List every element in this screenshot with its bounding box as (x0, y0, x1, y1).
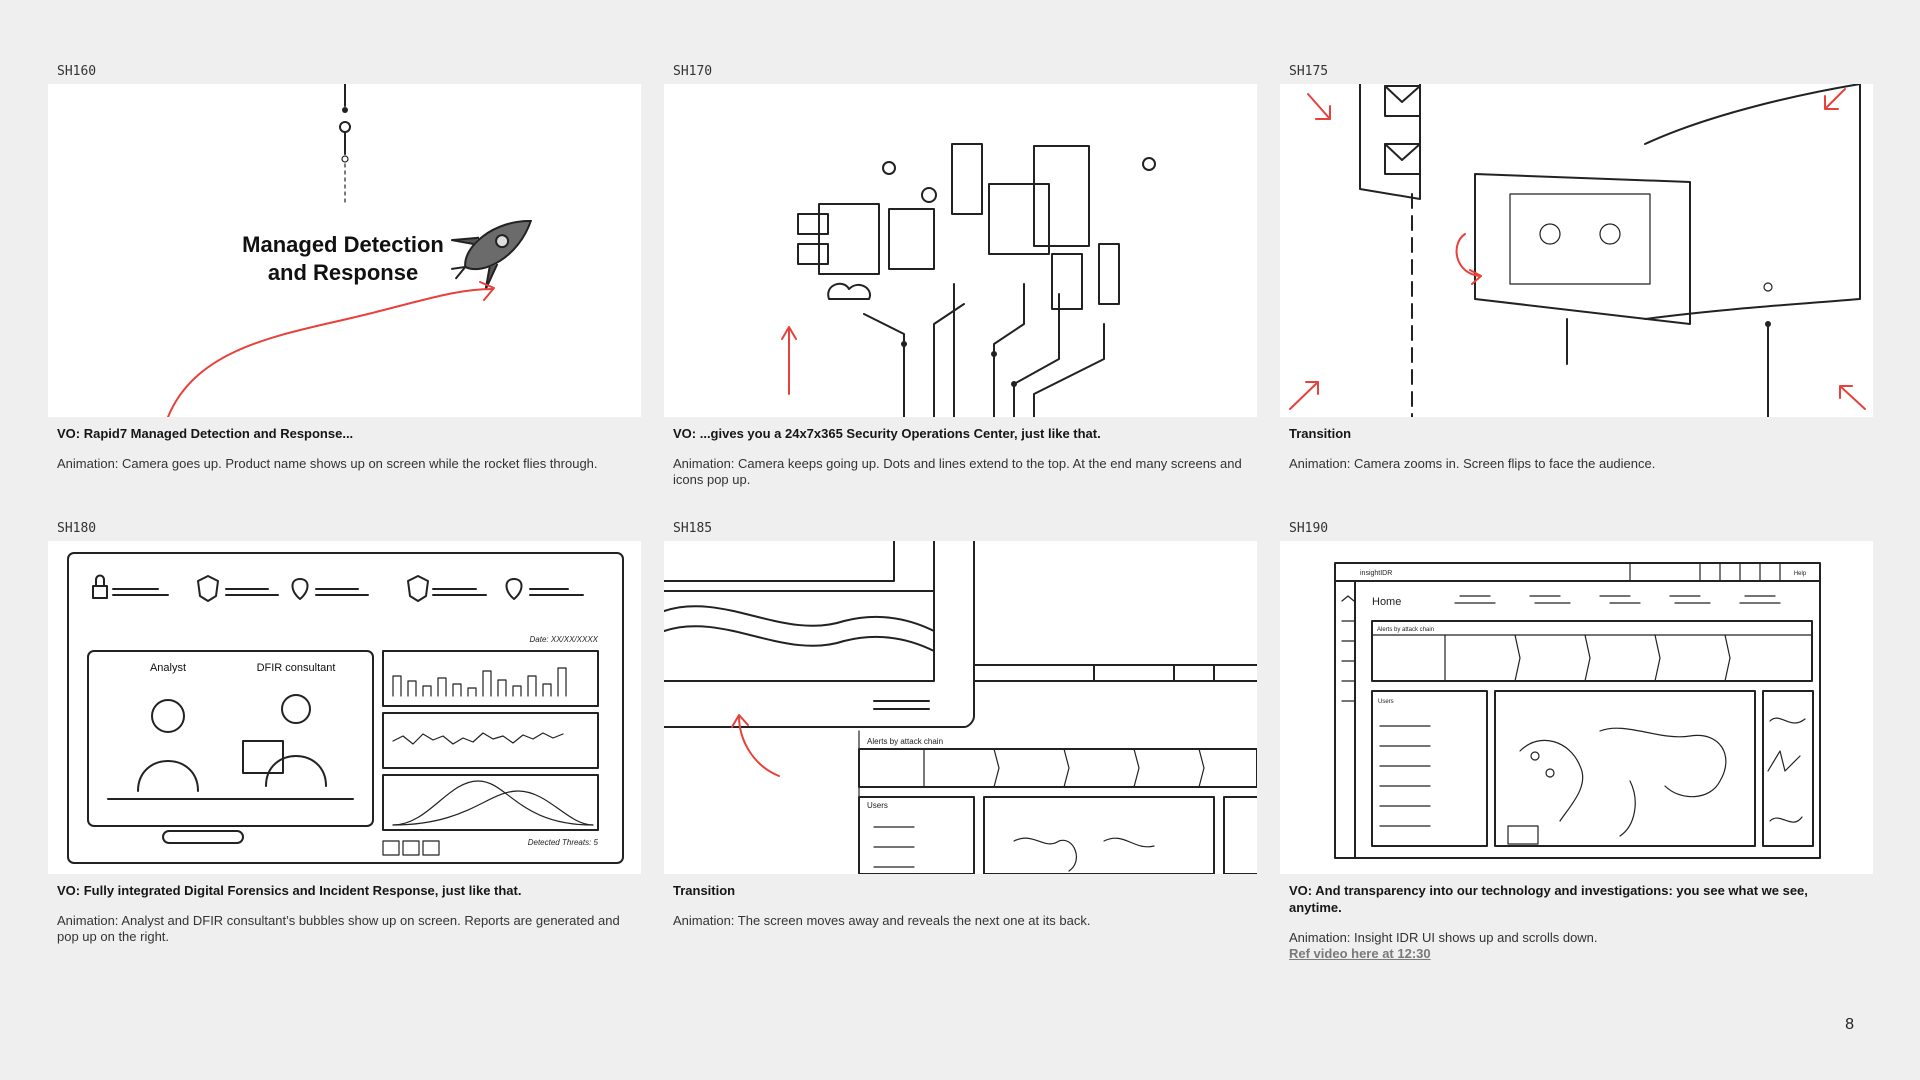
shot-caption: Transition Animation: The screen moves a… (664, 882, 1257, 929)
frame-title-line2: and Response (268, 260, 418, 285)
frame-app-name: insightIDR (1360, 570, 1392, 577)
report-bar-chart (382, 650, 599, 707)
analyst-avatar (1539, 223, 1561, 245)
users-list (1371, 690, 1488, 847)
mail-icon (1384, 85, 1421, 117)
report-line-chart (382, 712, 599, 769)
frame-detected: Detected Threats: 5 (528, 838, 599, 847)
attack-chain-bar (1371, 620, 1813, 682)
dashboard-screen-icon (888, 208, 935, 270)
soc-network-sketch (781, 143, 1156, 417)
frame-help: Help (1794, 571, 1807, 577)
screen-reveal-sketch: Alerts by attack chain Users (664, 541, 1257, 874)
shot-sh190: SH190 insightIDR Help Home Alerts by att… (1280, 520, 1873, 962)
shot-label: SH185 (673, 521, 713, 536)
cloud-icon (827, 282, 871, 300)
dfir-dashboard-sketch: Date: XX/XX/XXXX Analyst DFIR consultant… (67, 552, 624, 864)
shot-sh170: SH170 VO: (664, 63, 1257, 488)
shot-caption: VO: ...gives you a 24x7x365 Security Ope… (664, 425, 1257, 488)
voiceover-text: Transition (673, 883, 736, 898)
frame-alerts-label: Alerts by attack chain (1377, 627, 1434, 633)
consultant-avatar (1599, 223, 1621, 245)
screen-flip-sketch (1289, 84, 1866, 417)
shield-icon (882, 161, 896, 175)
animation-text: Animation: Analyst and DFIR consultant’s… (57, 913, 620, 944)
storyboard-frame (664, 84, 1257, 417)
call-controls (162, 830, 244, 844)
storyboard-frame (1280, 84, 1873, 417)
insightidr-ui-sketch: insightIDR Help Home Alerts by attack ch… (1334, 562, 1821, 859)
shot-caption: VO: Fully integrated Digital Forensics a… (48, 882, 641, 945)
storyboard-frame: insightIDR Help Home Alerts by attack ch… (1280, 541, 1873, 874)
shield-icon (407, 575, 429, 602)
text-line (112, 588, 169, 596)
shot-label: SH190 (1289, 521, 1329, 536)
shot-label: SH180 (57, 521, 97, 536)
attack-chain-bar (858, 748, 1257, 788)
shot-sh180: SH180 Date: XX/XX/XXXX Analyst DFIR cons… (48, 520, 641, 945)
world-map (1494, 690, 1756, 847)
voiceover-text: VO: ...gives you a 24x7x365 Security Ope… (673, 426, 1101, 441)
animation-text: Animation: Camera keeps going up. Dots a… (673, 456, 1242, 487)
frame-title-line1: Managed Detection (242, 232, 444, 257)
animation-text: Animation: Camera zooms in. Screen flips… (1289, 456, 1656, 471)
rocket-icon (450, 220, 533, 290)
voiceover-text: VO: And transparency into our technology… (1289, 883, 1808, 915)
voiceover-text: VO: Fully integrated Digital Forensics a… (57, 883, 522, 898)
shot-label: SH170 (673, 64, 713, 79)
large-screen-icon (1033, 145, 1090, 247)
users-list (858, 796, 975, 874)
animation-text: Animation: The screen moves away and rev… (673, 913, 1091, 928)
server-icon (1051, 253, 1083, 310)
mail-icon (1384, 143, 1421, 175)
shot-label: SH160 (57, 64, 97, 79)
screen-icon (797, 213, 829, 235)
ref-video-link[interactable]: Ref video here at 12:30 (1289, 946, 1431, 961)
dashboard-screen-icon (818, 203, 880, 275)
shot-caption: Transition Animation: Camera zooms in. S… (1280, 425, 1873, 472)
shot-sh185: SH185 Alerts by attack chain Users Tran (664, 520, 1257, 929)
storyboard-frame: Alerts by attack chain Users (664, 541, 1257, 874)
consultant-avatar (281, 694, 311, 724)
frame-users-label: Users (867, 801, 888, 810)
shot-sh175: SH175 Transition Animation: Camer (1280, 63, 1873, 472)
storyboard-frame: Date: XX/XX/XXXX Analyst DFIR consultant… (48, 541, 641, 874)
rocket-sketch: Managed Detection and Response (167, 84, 533, 417)
shot-caption: VO: Rapid7 Managed Detection and Respons… (48, 425, 641, 472)
video-call-screen (1474, 173, 1691, 325)
analyst-avatar (151, 699, 185, 733)
frame-analyst-label: Analyst (150, 662, 186, 674)
frame-alerts-label: Alerts by attack chain (867, 737, 943, 746)
checklist-screen-icon (951, 143, 983, 215)
animation-text: Animation: Insight IDR UI shows up and s… (1289, 930, 1598, 945)
location-pin-icon (505, 578, 523, 600)
side-panel (1762, 690, 1814, 847)
voiceover-text: VO: Rapid7 Managed Detection and Respons… (57, 426, 354, 441)
page-number: 8 (1845, 1016, 1854, 1033)
shot-sh160: SH160 Managed Detection and Response VO:… (48, 63, 641, 472)
lock-icon (92, 574, 108, 599)
frame-users-label: Users (1378, 699, 1394, 705)
tablet-icon (242, 740, 284, 774)
screen-icon (1098, 243, 1120, 305)
voiceover-text: Transition (1289, 426, 1352, 441)
animation-text: Animation: Camera goes up. Product name … (57, 456, 598, 471)
shot-label: SH175 (1289, 64, 1329, 79)
video-bubble (87, 650, 374, 827)
location-pin-icon (291, 578, 309, 600)
storyboard-frame: Managed Detection and Response (48, 84, 641, 417)
video-call-window (1509, 193, 1651, 285)
monitor-screen-icon (988, 183, 1050, 255)
check-icon (921, 187, 937, 203)
frame-date: Date: XX/XX/XXXX (530, 635, 599, 644)
app-window (1334, 562, 1821, 859)
frame-home-title: Home (1372, 596, 1401, 608)
world-map (983, 796, 1215, 874)
shot-caption: VO: And transparency into our technology… (1280, 882, 1873, 962)
frame-dfir-label: DFIR consultant (257, 662, 336, 674)
report-curve-chart (382, 774, 599, 831)
screen-icon (797, 243, 829, 265)
shield-icon (197, 575, 219, 602)
